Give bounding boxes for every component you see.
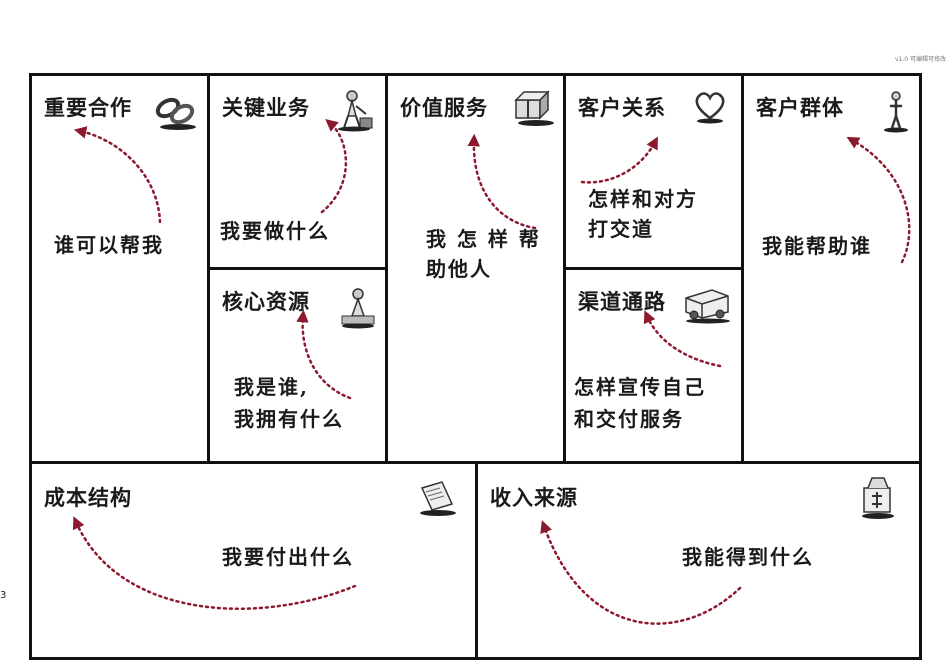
value-propositions-note-line-1: 我 怎 样 帮	[426, 227, 541, 251]
value-propositions-note-line-2: 助他人	[426, 257, 492, 281]
channels-note-line-1: 怎样宣传自己	[574, 375, 706, 399]
value-propositions-title: 价值服务	[400, 96, 488, 120]
key-resources-note-line-2: 我拥有什么	[234, 407, 344, 431]
chain-link-icon	[152, 92, 200, 136]
delivery-truck-icon	[682, 284, 734, 328]
version-note: v1.0 可编辑可修改	[894, 56, 946, 63]
customer-relationships-note-line-2: 打交道	[588, 217, 654, 241]
customer-relationships-note-line-1: 怎样和对方	[588, 187, 698, 211]
channels-title: 渠道通路	[578, 290, 666, 314]
customer-relationships-block: 客户关系 怎样和对方 打交道	[566, 76, 744, 270]
customer-segments-note: 我能帮助谁	[762, 234, 872, 258]
cost-structure-note: 我要付出什么	[222, 545, 354, 569]
customer-relationships-title: 客户关系	[578, 96, 666, 120]
key-partners-title: 重要合作	[44, 96, 132, 120]
key-partners-block: 重要合作 谁可以帮我	[32, 76, 210, 464]
key-activities-note: 我要做什么	[220, 219, 330, 243]
key-resources-note-line-1: 我是谁,	[234, 375, 309, 399]
revenue-streams-note: 我能得到什么	[682, 545, 814, 569]
business-model-canvas: 重要合作 谁可以帮我 关键业务 我要做什么 核心资源	[29, 73, 922, 660]
gift-box-icon	[510, 88, 554, 132]
revenue-streams-block: 收入来源 我能得到什么	[478, 464, 919, 657]
cost-structure-block: 成本结构 我要付出什么	[32, 464, 478, 657]
heart-icon	[692, 88, 728, 128]
revenue-streams-title: 收入来源	[490, 486, 578, 510]
channels-block: 渠道通路 怎样宣传自己 和交付服务	[566, 270, 744, 464]
channels-note-line-2: 和交付服务	[574, 407, 684, 431]
standing-person-icon	[882, 90, 910, 138]
key-partners-note: 谁可以帮我	[54, 233, 164, 257]
money-bag-icon	[858, 474, 898, 526]
worker-icon	[334, 88, 374, 136]
value-propositions-block: 价值服务 我 怎 样 帮 助他人	[388, 76, 566, 464]
key-resources-block: 核心资源 我是谁, 我拥有什么	[210, 270, 388, 464]
customer-segments-title: 客户群体	[756, 96, 844, 120]
person-with-resources-icon	[338, 286, 378, 334]
cost-structure-title: 成本结构	[44, 486, 132, 510]
customer-segments-block: 客户群体 我能帮助谁	[744, 76, 919, 464]
key-activities-block: 关键业务 我要做什么	[210, 76, 388, 270]
price-tag-icon	[414, 478, 458, 522]
key-resources-title: 核心资源	[222, 290, 310, 314]
page-number: 3	[0, 590, 7, 601]
key-activities-title: 关键业务	[222, 96, 310, 120]
